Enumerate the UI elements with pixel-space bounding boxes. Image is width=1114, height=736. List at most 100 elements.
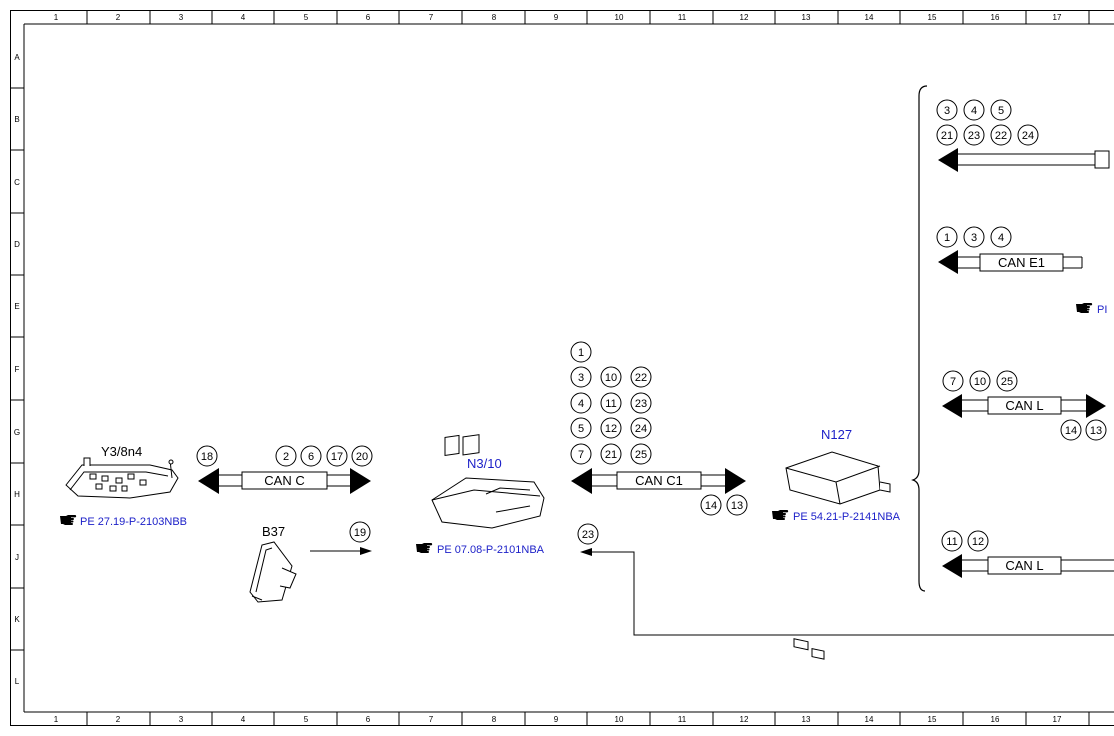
svg-text:1: 1 (578, 347, 584, 359)
svg-text:3: 3 (971, 232, 977, 244)
grid-column-number: 4 (241, 715, 246, 724)
svg-text:23: 23 (582, 529, 594, 541)
top-right-marker: 4 (963, 99, 985, 121)
can-c1-marker: 11 (600, 392, 622, 414)
svg-text:4: 4 (971, 105, 977, 117)
grid-column-number: 5 (304, 715, 309, 724)
b37-signal-marker: 19 (349, 521, 371, 543)
grid-column-number: 6 (366, 13, 371, 22)
svg-text:6: 6 (308, 451, 314, 463)
svg-text:25: 25 (635, 449, 647, 461)
grid-column-number: 2 (116, 13, 121, 22)
can-l-lower-bus: CAN L (942, 554, 1114, 578)
grid-column-number: 13 (802, 13, 811, 22)
grid-row-letter: L (15, 677, 20, 686)
svg-text:21: 21 (605, 449, 617, 461)
can-c-marker: 17 (326, 445, 348, 467)
svg-text:19: 19 (354, 527, 366, 539)
can-c-bus: CAN C (198, 468, 371, 494)
grid-row-letter: E (14, 302, 19, 311)
can-c1-marker: 23 (630, 392, 652, 414)
svg-text:25: 25 (1001, 376, 1013, 388)
n3-ecu-drawing (431, 434, 545, 529)
top-right-marker: 24 (1017, 124, 1039, 146)
can-l-upper-right-arrow (1086, 394, 1106, 418)
grid-row-letter: F (15, 365, 20, 374)
top-right-marker: 5 (990, 99, 1012, 121)
b37-signal-arrow (310, 547, 372, 555)
can-l-upper-bus: CAN L (942, 394, 1106, 418)
can-c1-bottom-marker: 14 (700, 494, 722, 516)
can-l-upper-marker: 7 (942, 370, 964, 392)
can-l-upper-marker: 25 (996, 370, 1018, 392)
svg-text:10: 10 (605, 372, 617, 384)
svg-text:20: 20 (356, 451, 368, 463)
n127-ref-link: PE 54.21-P-2141NBA (793, 511, 901, 523)
can-e1-ref-partial: PI (1097, 304, 1107, 316)
can-l-lower-marker: 12 (967, 530, 989, 552)
grid-column-number: 7 (429, 13, 434, 22)
grid-row-letter: G (14, 428, 20, 437)
grid-row-letter: H (14, 490, 20, 499)
can-e1-label: CAN E1 (998, 255, 1045, 270)
can-e1-bus: CAN E1 (938, 250, 1083, 274)
svg-text:3: 3 (578, 372, 584, 384)
n3-label: N3/10 (467, 456, 502, 471)
svg-text:21: 21 (941, 130, 953, 142)
svg-text:12: 12 (972, 536, 984, 548)
can-c-label: CAN C (264, 473, 304, 488)
top-right-marker: 22 (990, 124, 1012, 146)
svg-text:13: 13 (1090, 425, 1102, 437)
grid-column-number: 13 (802, 715, 811, 724)
can-c1-marker: 1 (570, 341, 592, 363)
n127-module-drawing (785, 451, 891, 660)
svg-text:18: 18 (201, 451, 213, 463)
can-c1-marker: 22 (630, 366, 652, 388)
svg-text:14: 14 (705, 500, 717, 512)
svg-text:4: 4 (578, 398, 584, 410)
svg-text:23: 23 (968, 130, 980, 142)
svg-text:5: 5 (998, 105, 1004, 117)
grid-row-letter: K (14, 615, 20, 624)
svg-text:12: 12 (605, 423, 617, 435)
grid-column-number: 14 (865, 715, 874, 724)
svg-text:2: 2 (283, 451, 289, 463)
svg-text:23: 23 (635, 398, 647, 410)
grid-row-letter: B (14, 115, 19, 124)
can-c1-marker: 24 (630, 417, 652, 439)
svg-text:13: 13 (731, 500, 743, 512)
grid-column-number: 17 (1053, 715, 1062, 724)
svg-text:10: 10 (974, 376, 986, 388)
can-l-lower-left-arrow (942, 554, 962, 578)
y3-ref-link: PE 27.19-P-2103NBB (80, 516, 187, 528)
grid-row-letter: A (14, 53, 20, 62)
can-c-marker-left: 18 (196, 445, 218, 467)
can-c1-marker: 7 (570, 443, 592, 465)
can-c-right-arrow (350, 468, 371, 494)
can-l-upper-marker: 10 (969, 370, 991, 392)
can-e1-left-arrow (938, 250, 958, 274)
grid-column-number: 6 (366, 715, 371, 724)
grid-column-number: 11 (678, 715, 687, 724)
can-c1-left-arrow (571, 468, 592, 494)
can-c1-bus: CAN C1 (571, 468, 746, 494)
drawing-frame (10, 10, 1114, 726)
svg-text:7: 7 (950, 376, 956, 388)
top-right-marker: 21 (936, 124, 958, 146)
grid-column-number: 1 (54, 715, 59, 724)
svg-text:7: 7 (578, 449, 584, 461)
svg-text:24: 24 (1022, 130, 1034, 142)
grid-column-number: 3 (179, 13, 184, 22)
svg-text:4: 4 (998, 232, 1004, 244)
grid-column-number: 15 (928, 13, 937, 22)
can-e1-marker: 4 (990, 226, 1012, 248)
svg-text:14: 14 (1065, 425, 1077, 437)
grid-column-number: 15 (928, 715, 937, 724)
grid-column-number: 9 (554, 13, 559, 22)
grid-column-number: 4 (241, 13, 246, 22)
